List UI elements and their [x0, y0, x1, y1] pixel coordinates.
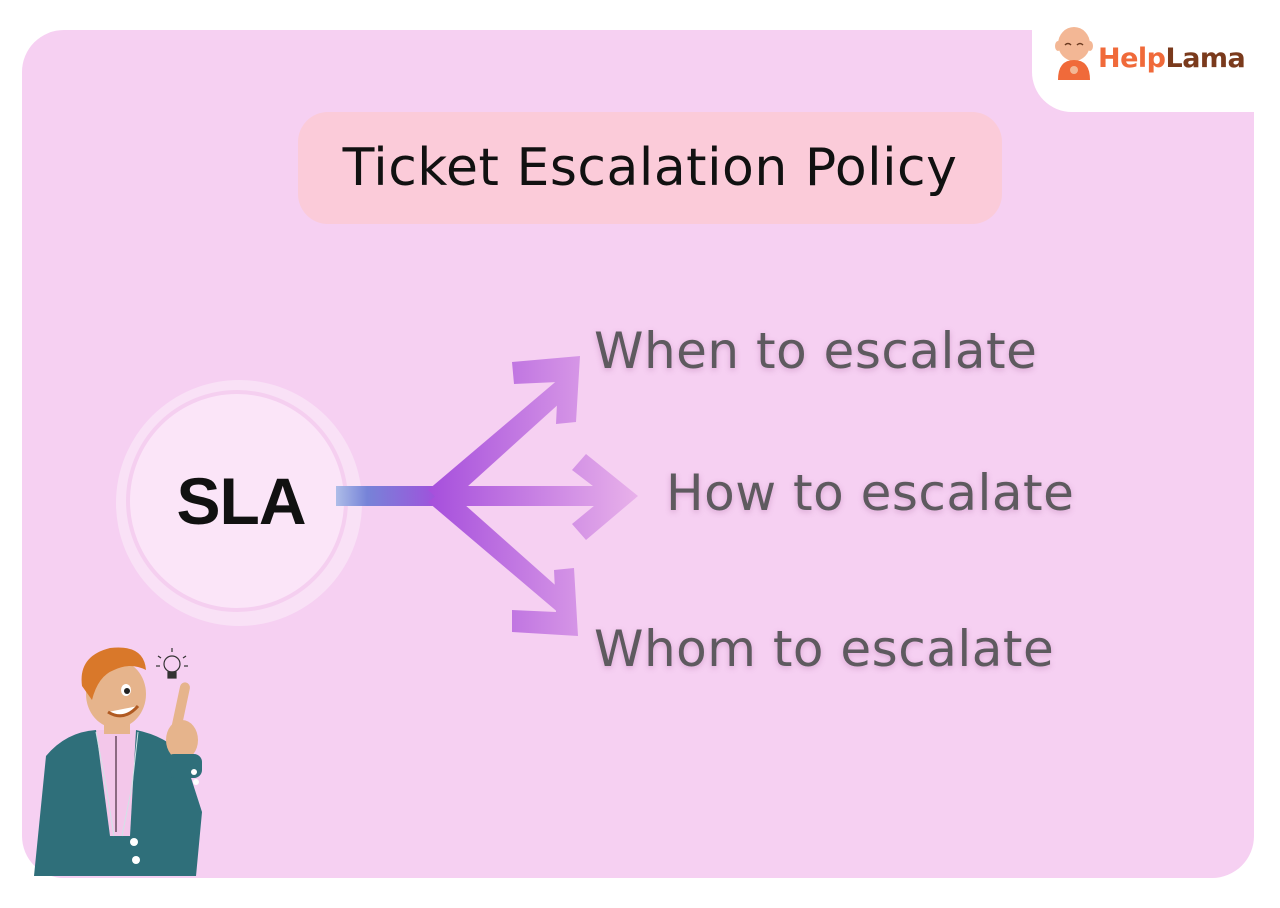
page-title: Ticket Escalation Policy	[342, 138, 958, 198]
arrow-up-right-icon	[428, 356, 580, 506]
branch-when: When to escalate	[594, 322, 1038, 380]
branch-whom: Whom to escalate	[594, 620, 1055, 678]
lama-mascot-icon	[1055, 27, 1093, 80]
title-banner: Ticket Escalation Policy	[298, 112, 1002, 224]
man-pointing-illustration	[34, 647, 202, 876]
sla-node: SLA	[126, 390, 348, 612]
logo-wordmark: HelpLama	[1098, 42, 1246, 74]
arrow-down-right-icon	[428, 488, 578, 636]
branch-how: How to escalate	[666, 464, 1075, 522]
sla-label: SLA	[176, 464, 307, 538]
stem-arrow	[336, 486, 440, 506]
lightbulb-icon	[156, 648, 188, 679]
arrow-right-icon	[440, 454, 638, 540]
helplama-logo: HelpLama	[1054, 24, 1246, 82]
